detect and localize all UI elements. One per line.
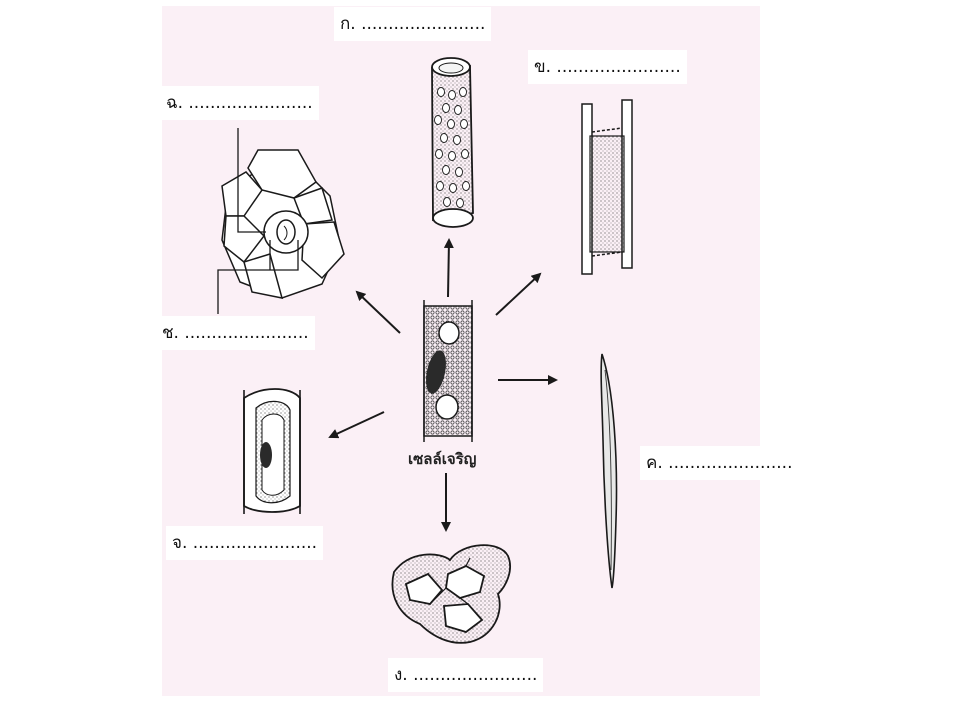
vessel-cell: [431, 57, 474, 228]
blank-kho-khwai[interactable]: ค. .......................: [640, 446, 799, 480]
blank-ngo[interactable]: ง. .......................: [388, 658, 544, 692]
meristem-cell: [423, 300, 473, 442]
blank-chor-ching[interactable]: ฉ. .......................: [160, 86, 319, 120]
sieve-tube-cell: [581, 99, 633, 275]
leader-chor: [217, 240, 299, 314]
blank-cho[interactable]: จ. .......................: [166, 526, 324, 560]
arrows: [328, 238, 558, 532]
arrow-to-chor-ching: [355, 290, 401, 334]
leader-chor-ching: [237, 128, 266, 233]
blank-chor[interactable]: ช. .......................: [156, 316, 315, 350]
arrow-to-kho: [495, 272, 542, 316]
blank-ko[interactable]: ก. .......................: [334, 7, 492, 41]
parenchyma-cell: [243, 388, 301, 514]
blank-kho[interactable]: ข. .......................: [528, 50, 687, 84]
leader-lines: [217, 128, 299, 314]
fiber-cell: [600, 353, 618, 589]
arrow-to-cho: [328, 411, 385, 439]
meristem-label: เซลล์เจริญ: [408, 450, 477, 468]
sclereid-cells: [391, 544, 511, 644]
arrow-to-ko: [443, 238, 454, 298]
epidermis-cells: [221, 149, 345, 299]
